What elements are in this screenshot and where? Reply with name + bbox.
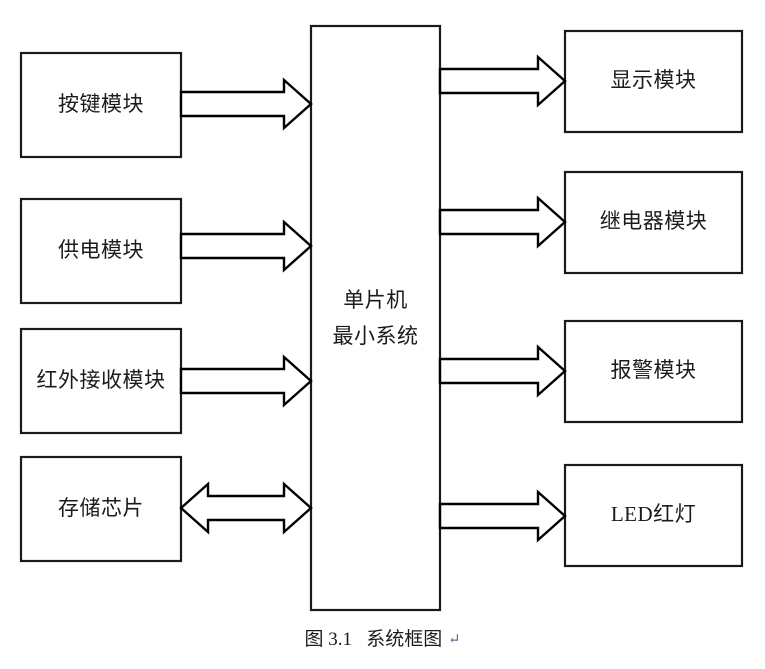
input-box-1[interactable] bbox=[19, 197, 183, 305]
caption-separator bbox=[357, 629, 362, 650]
input-block-1[interactable]: 供电模块 bbox=[19, 197, 183, 305]
center-box[interactable] bbox=[309, 24, 442, 612]
figure-caption: 图 3.1 系统框图 ↵ bbox=[0, 624, 765, 651]
arrow-output-0-icon bbox=[438, 54, 567, 108]
input-block-2[interactable]: 红外接收模块 bbox=[19, 327, 183, 435]
input-label-0: 按键模块 bbox=[58, 92, 144, 116]
arrow-output-3-icon bbox=[438, 489, 567, 543]
output-label-2: 报警模块 bbox=[611, 358, 697, 382]
arrow-input-2-icon bbox=[179, 354, 313, 408]
caption-title: 系统框图 bbox=[366, 629, 443, 650]
input-label-2: 红外接收模块 bbox=[37, 368, 166, 392]
input-box-2[interactable] bbox=[19, 327, 183, 435]
output-block-1[interactable]: 继电器模块 bbox=[563, 170, 744, 275]
input-block-3[interactable]: 存储芯片 bbox=[19, 455, 183, 563]
paragraph-mark-icon: ↵ bbox=[447, 632, 461, 648]
arrow-output-1-icon bbox=[438, 195, 567, 249]
input-box-0[interactable] bbox=[19, 51, 183, 159]
output-label-0: 显示模块 bbox=[611, 68, 697, 92]
output-box-0[interactable] bbox=[563, 29, 744, 134]
center-label-line2: 最小系统 bbox=[333, 324, 419, 348]
input-label-3: 存储芯片 bbox=[58, 496, 144, 520]
output-label-1: 继电器模块 bbox=[600, 209, 708, 233]
arrow-input-1-icon bbox=[179, 219, 313, 273]
output-block-0[interactable]: 显示模块 bbox=[563, 29, 744, 134]
arrow-input-0-icon bbox=[179, 77, 313, 131]
output-label-3: LED红灯 bbox=[611, 502, 696, 526]
output-block-3[interactable]: LED红灯 bbox=[563, 463, 744, 568]
arrow-output-2-icon bbox=[438, 344, 567, 398]
input-block-0[interactable]: 按键模块 bbox=[19, 51, 183, 159]
output-block-2[interactable]: 报警模块 bbox=[563, 319, 744, 424]
output-box-2[interactable] bbox=[563, 319, 744, 424]
center-block-mcu[interactable]: 单片机 最小系统 bbox=[309, 24, 442, 612]
input-label-1: 供电模块 bbox=[58, 238, 144, 262]
page-corner-mark bbox=[756, 628, 762, 638]
caption-number: 图 3.1 bbox=[304, 629, 352, 650]
center-label-line1: 单片机 bbox=[343, 288, 408, 312]
arrow-input-3-double-icon bbox=[179, 481, 313, 535]
